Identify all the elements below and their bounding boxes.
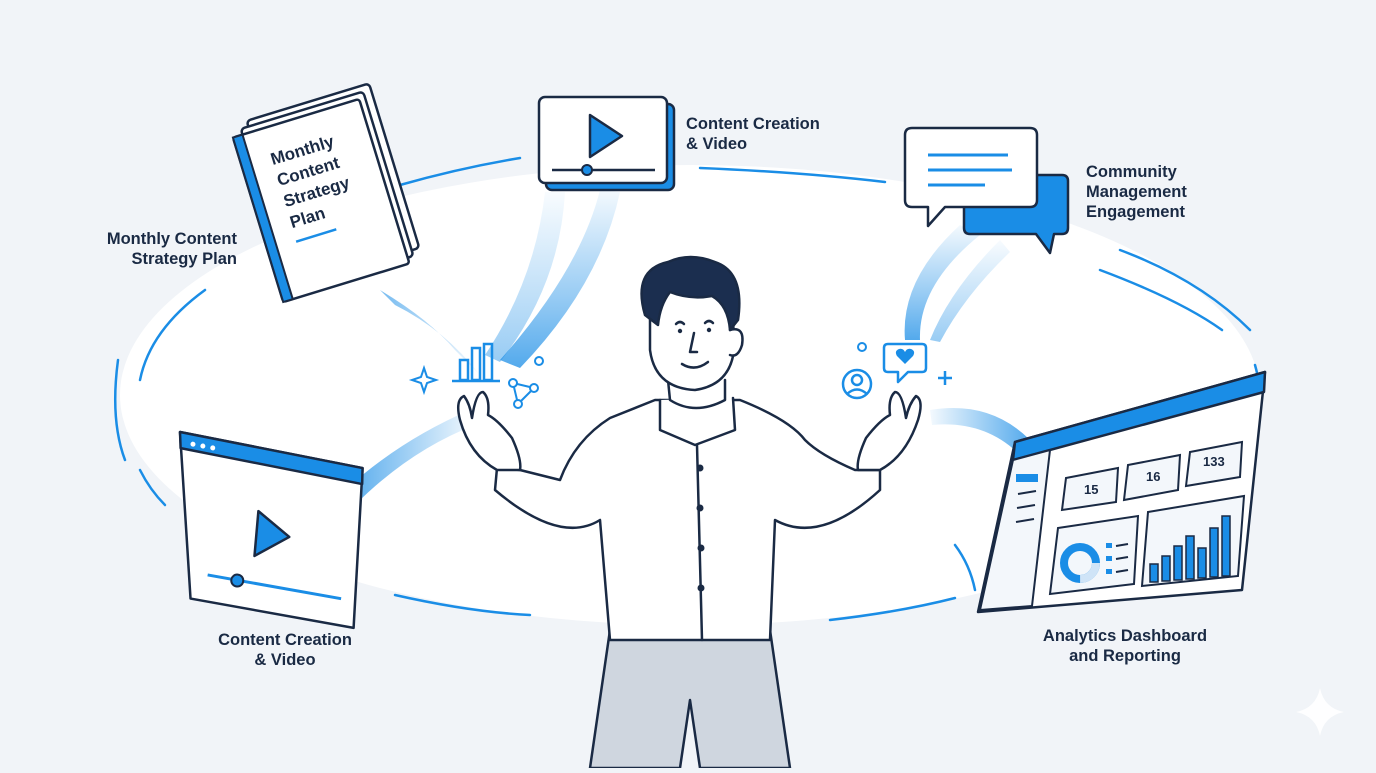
label-community: Community Management Engagement <box>1086 162 1187 222</box>
stat-value-1: 15 <box>1084 482 1098 497</box>
mini-bar-chart-icon <box>452 342 500 383</box>
label-strategy-plan: Monthly Content Strategy Plan <box>60 229 237 269</box>
dot-icon <box>857 342 867 352</box>
label-line: Content Creation <box>218 631 352 649</box>
strategy-plan-book: Monthly Content Strategy Plan <box>231 83 420 304</box>
label-line: Monthly Content <box>106 230 237 248</box>
chat-bubbles-icon <box>903 126 1070 255</box>
person-right-hand <box>856 390 922 472</box>
person-hair <box>640 255 741 332</box>
person-figure <box>456 255 922 770</box>
user-avatar-icon <box>841 368 873 400</box>
stat-value-3: 133 <box>1203 454 1225 469</box>
label-analytics: Analytics Dashboard and Reporting <box>1020 626 1230 666</box>
video-player-top <box>537 95 676 192</box>
plus-icon <box>938 371 952 385</box>
person-pants <box>588 628 792 770</box>
play-icon <box>253 509 291 558</box>
dot-icon <box>534 356 544 366</box>
light-beams <box>345 190 1030 505</box>
label-line: & Video <box>254 651 316 669</box>
sparkle-icon <box>408 364 440 396</box>
label-line: and Reporting <box>1069 647 1181 665</box>
label-line: Strategy Plan <box>131 250 237 268</box>
label-line: Community <box>1086 163 1177 181</box>
bar-chart <box>1149 515 1231 583</box>
analytics-dashboard: 15 16 133 <box>976 370 1267 614</box>
label-line: Analytics Dashboard <box>1042 627 1208 645</box>
label-line: Engagement <box>1086 203 1186 221</box>
play-icon <box>588 113 624 159</box>
label-line: & Video <box>686 135 748 153</box>
stat-value-2: 16 <box>1146 469 1160 484</box>
label-content-creation-bottom: Content Creation & Video <box>180 630 390 670</box>
label-content-creation-top: Content Creation & Video <box>686 114 820 154</box>
label-line: Management <box>1086 183 1187 201</box>
video-browser-bottom <box>178 430 364 630</box>
person-shirt <box>493 398 882 642</box>
sparkle-watermark-icon <box>1296 688 1344 736</box>
person-left-hand <box>456 390 522 472</box>
stat-boxes: 15 16 133 <box>1060 440 1244 512</box>
heart-message-icon <box>882 342 928 384</box>
label-line: Content Creation <box>686 115 820 133</box>
network-nodes-icon <box>508 378 539 409</box>
